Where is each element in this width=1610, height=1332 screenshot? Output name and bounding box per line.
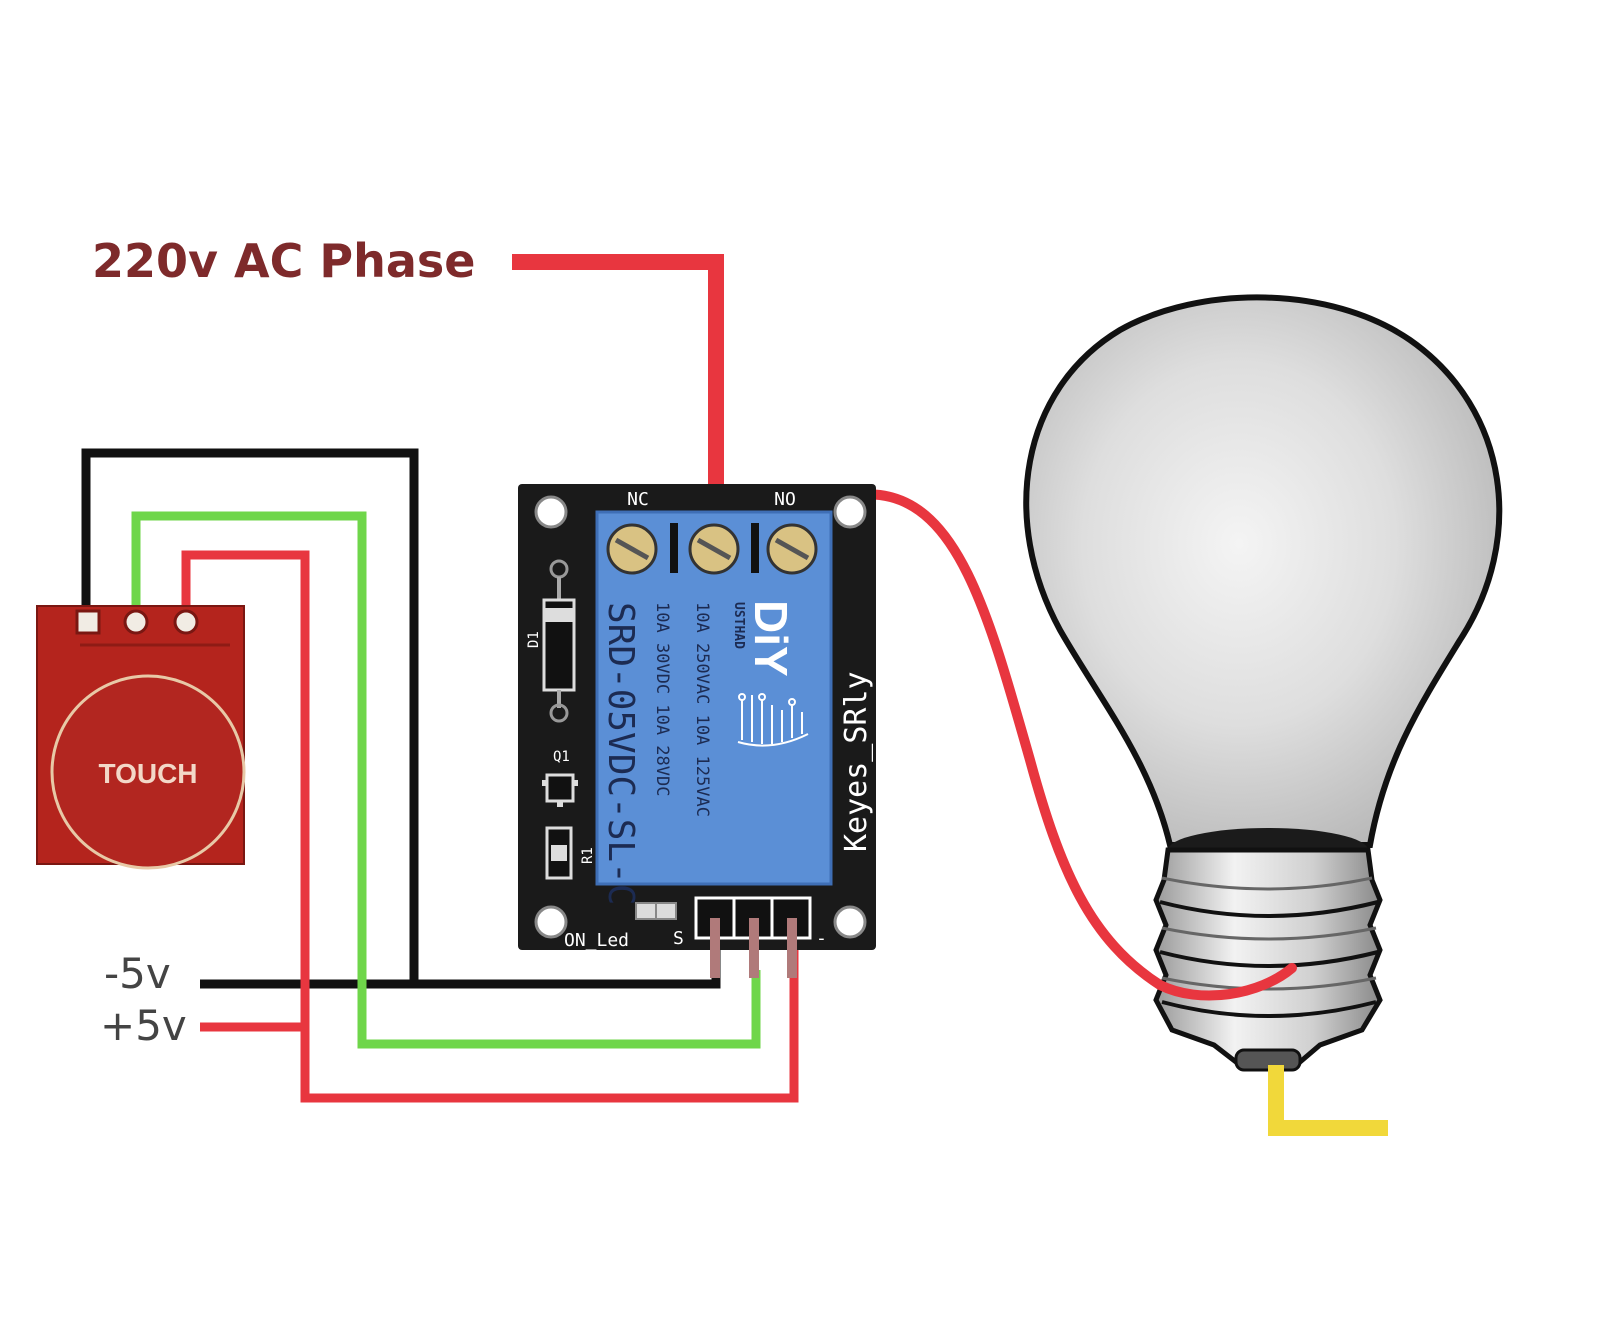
label-d1: D1 xyxy=(526,631,542,648)
wire-phase xyxy=(512,254,724,545)
label-on-led: ON_Led xyxy=(564,930,629,951)
touch-label: TOUCH xyxy=(98,758,197,789)
header-pin-signal xyxy=(749,918,759,978)
mount-hole xyxy=(833,905,867,939)
touch-pin-io xyxy=(123,609,149,635)
relay-spec-ac: 10A 250VAC 10A 125VAC xyxy=(692,602,712,817)
transistor-q1: Q1 xyxy=(542,749,578,807)
label-no: NO xyxy=(774,489,796,510)
resistor-r1: R1 xyxy=(545,826,596,880)
brand-sub: USTHAD xyxy=(731,602,746,649)
label-r1: R1 xyxy=(580,847,596,864)
board-name: Keyes_SRly xyxy=(839,671,874,852)
wire-signal xyxy=(131,511,761,1049)
relay-text-block: SRD-05VDC-SL-C 10A 30VDC 10A 28VDC 10A 2… xyxy=(600,600,809,905)
touch-pin-vcc xyxy=(173,609,199,635)
bulb-glass xyxy=(1023,294,1503,848)
header-pin-vcc xyxy=(787,918,797,978)
label-q1: Q1 xyxy=(553,749,570,765)
mount-hole xyxy=(534,905,568,939)
wire-touch-gnd xyxy=(81,448,419,984)
screw-terminals xyxy=(606,523,818,575)
phase-label: 220v AC Phase xyxy=(92,234,475,288)
pos-5v-label: +5v xyxy=(100,1001,187,1050)
relay-spec-dc: 10A 30VDC 10A 28VDC xyxy=(652,602,672,796)
diode-d1: D1 xyxy=(526,559,576,723)
touch-pin-gnd xyxy=(75,609,101,635)
neg-5v-label: -5v xyxy=(104,949,171,998)
label-nc: NC xyxy=(627,489,649,510)
light-bulb xyxy=(1023,294,1503,1072)
mount-hole xyxy=(534,495,568,529)
touch-pad xyxy=(50,674,246,870)
mount-hole xyxy=(833,495,867,529)
touch-sensor-module: TOUCH xyxy=(36,605,246,870)
brand-logo: DiY xyxy=(745,600,797,677)
label-pin-minus: - xyxy=(816,928,827,949)
wire-neutral xyxy=(1268,1065,1388,1136)
relay-module: NC NO SRD-05VDC-SL-C 10A 30VDC 10A 28VDC… xyxy=(518,484,876,978)
header-pin-gnd xyxy=(710,918,720,978)
circuit-logo-icon xyxy=(737,693,809,747)
label-pin-s: S xyxy=(673,928,684,949)
pin-header xyxy=(694,896,812,978)
relay-model: SRD-05VDC-SL-C xyxy=(600,602,641,905)
wire-touch-vcc xyxy=(181,550,799,1103)
